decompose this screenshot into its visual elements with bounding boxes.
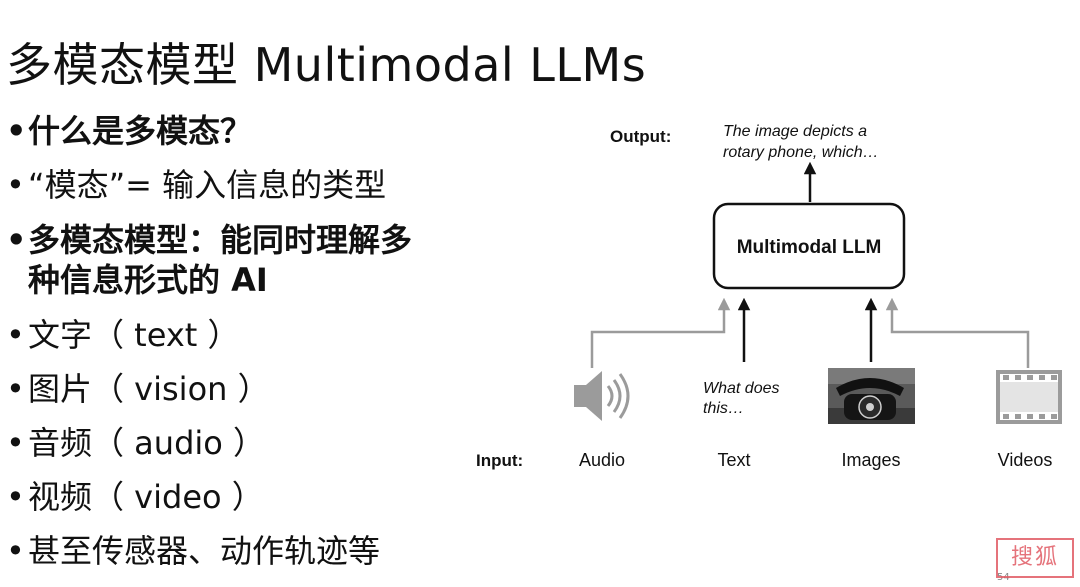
text-input-line-1: What does [703, 380, 779, 397]
rotary-phone-image [828, 368, 915, 424]
slide-title: 多模态模型 Multimodal LLMs [6, 37, 647, 92]
bullet-item: 甚至传感器、动作轨迹等 [6, 532, 446, 570]
text-input-line-2: this… [703, 400, 744, 417]
output-label: Output: [610, 127, 671, 146]
model-label: Multimodal LLM [737, 237, 882, 258]
film-strip-icon [996, 370, 1062, 424]
speaker-icon [574, 371, 630, 421]
bullet-item: 音频（ audio ） [6, 424, 446, 462]
watermark-stamp: 搜狐 [996, 538, 1074, 578]
output-text-line-1: The image depicts a [723, 123, 867, 140]
input-videos-label: Videos [998, 450, 1053, 470]
bullet-list: 什么是多模态？ “模态”= 输入信息的类型 多模态模型：能同时理解多种信息形式的… [6, 112, 446, 586]
audio-arrow [590, 297, 731, 368]
input-audio-label: Audio [579, 450, 625, 470]
bullet-item: 多模态模型：能同时理解多种信息形式的 AI [6, 220, 438, 300]
output-text-line-2: rotary phone, which… [723, 144, 879, 161]
multimodal-diagram: Output: The image depicts a rotary phone… [476, 123, 1062, 470]
bullet-item: 什么是多模态？ [6, 112, 446, 150]
input-label: Input: [476, 451, 523, 470]
bullet-item: 图片（ vision ） [6, 370, 446, 408]
bullet-item: “模态”= 输入信息的类型 [6, 166, 446, 204]
input-text-label: Text [717, 450, 750, 470]
bullet-item: 视频（ video ） [6, 478, 446, 516]
model-box [712, 202, 906, 290]
bullet-item: 文字（ text ） [6, 316, 446, 354]
input-images-label: Images [841, 450, 900, 470]
videos-arrow [885, 297, 1030, 368]
